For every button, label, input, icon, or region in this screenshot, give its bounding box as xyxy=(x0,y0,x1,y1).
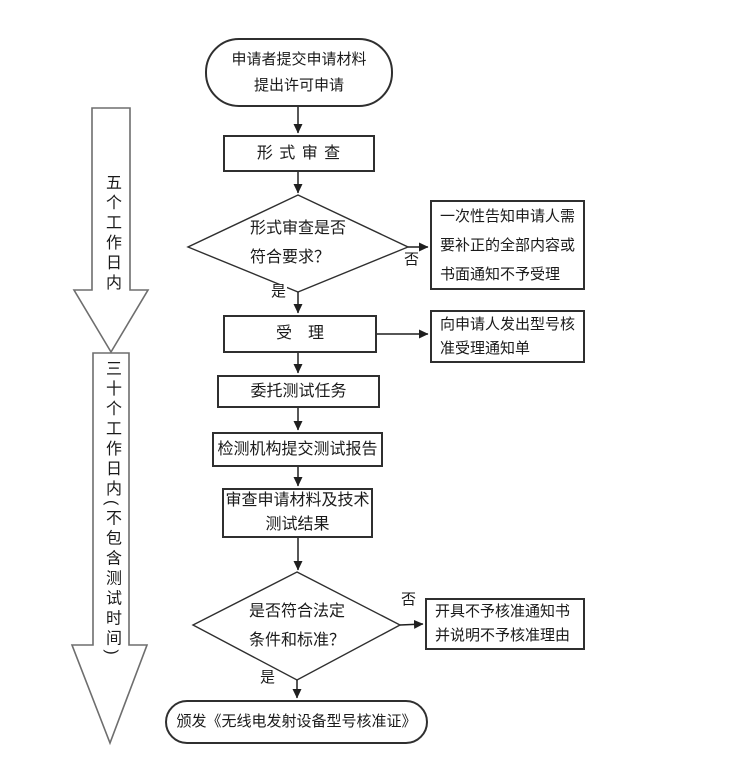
accept-node: 受 理 xyxy=(223,315,377,353)
legal-check-text: 是否符合法定 条件和标准？ xyxy=(207,596,387,656)
notify-correction-line2: 要补正的全部内容或 xyxy=(440,236,576,254)
timeline-thirty-days-label: 三十个工作日内(不包含测试时间) xyxy=(103,360,120,659)
start-node: 申请者提交申请材料 提出许可申请 xyxy=(205,38,393,107)
reject-notice-line1: 开具不予核准通知书 xyxy=(435,603,571,620)
formal-review-check-line2: 符合要求？ xyxy=(249,249,330,266)
accept-notice-line1: 向申请人发出型号核 xyxy=(440,315,576,333)
reject-notice-line2: 并说明不予核准理由 xyxy=(435,627,571,644)
start-node-line2: 提出许可申请 xyxy=(253,76,344,94)
accept-notice-line2: 准受理通知单 xyxy=(440,339,531,357)
accept-notice-node: 向申请人发出型号核 准受理通知单 xyxy=(430,310,585,363)
connector-legal-no-to-reject xyxy=(399,619,424,629)
timeline-arrow-five-days xyxy=(72,107,150,354)
formal-review-check-line1: 形式审查是否 xyxy=(249,220,346,237)
formal-review-node: 形 式 审 查 xyxy=(223,135,375,172)
reject-notice-node: 开具不予核准通知书 并说明不予核准理由 xyxy=(425,598,585,650)
end-node: 颁发《无线电发射设备型号核准证》 xyxy=(165,700,428,744)
formal-review-check-text: 形式审查是否 符合要求？ xyxy=(208,213,388,273)
start-node-line1: 申请者提交申请材料 xyxy=(231,50,367,68)
timeline-five-days-label: 五个工作日内 xyxy=(103,174,120,294)
delegate-test-node: 委托测试任务 xyxy=(217,375,380,408)
review-materials-line1: 审查申请材料及技术 xyxy=(225,492,370,509)
notify-correction-line1: 一次性告知申请人需 xyxy=(440,207,576,225)
no-label-legal-check: 否 xyxy=(400,591,418,608)
timeline-arrow-thirty-days xyxy=(70,352,149,746)
no-label-formal-review: 否 xyxy=(403,251,421,268)
notify-correction-line3: 书面通知不予受理 xyxy=(440,265,561,283)
yes-label-formal-review: 是 xyxy=(270,283,288,300)
notify-correction-node: 一次性告知申请人需 要补正的全部内容或 书面通知不予受理 xyxy=(430,200,585,290)
yes-label-legal-check: 是 xyxy=(259,669,277,686)
test-report-node: 检测机构提交测试报告 xyxy=(212,432,383,467)
review-materials-line2: 测试结果 xyxy=(265,516,330,533)
review-materials-node: 审查申请材料及技术 测试结果 xyxy=(222,488,373,538)
legal-check-line1: 是否符合法定 xyxy=(248,603,345,620)
legal-check-line2: 条件和标准？ xyxy=(248,632,345,649)
